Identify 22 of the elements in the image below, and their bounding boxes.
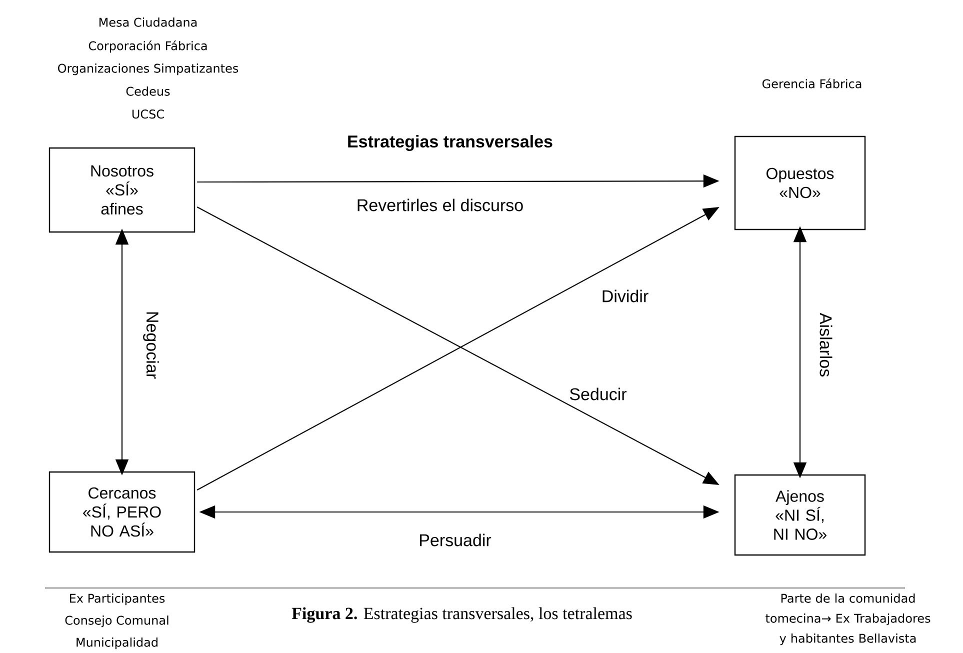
annotation: Consejo Comunal [65,616,168,628]
box: Ajenos «NI SÍ, NI NO» [734,474,866,556]
caption: Figura 2. Estrategias transversales, los tetralemas [292,607,632,623]
annotation: UCSC [132,110,164,119]
heading: Estrategias transversales [348,135,552,151]
edge-label: Revertirles el discurso [354,196,526,214]
box: Cercanos «SÍ, PERO NO ASÍ» [48,471,196,553]
box: Nosotros «SÍ» afines [48,147,196,233]
annotation: Parte de la comunidad tomecina→ Ex Trabajadores y habitantes Bellavista [766,594,930,646]
annotation: Organizaciones Simpatizantes [58,64,238,76]
annotation: Ex Participantes [70,594,165,606]
annotation: Mesa Ciudadana [100,18,197,27]
box: Opuestos «NO» [734,136,866,230]
edge-label: Persuadir [416,532,494,548]
annotation: Corporación Fábrica [88,40,207,53]
annotation: Municipalidad [76,638,158,650]
edge-label: Dividir [599,288,651,304]
edge-label: Aislarlos [818,310,834,380]
edge-label: Negociar [141,308,161,382]
annotation: Cedeus [126,86,170,96]
edge-label: Seducir [567,386,629,402]
annotation: Gerencia Fábrica [762,78,862,88]
